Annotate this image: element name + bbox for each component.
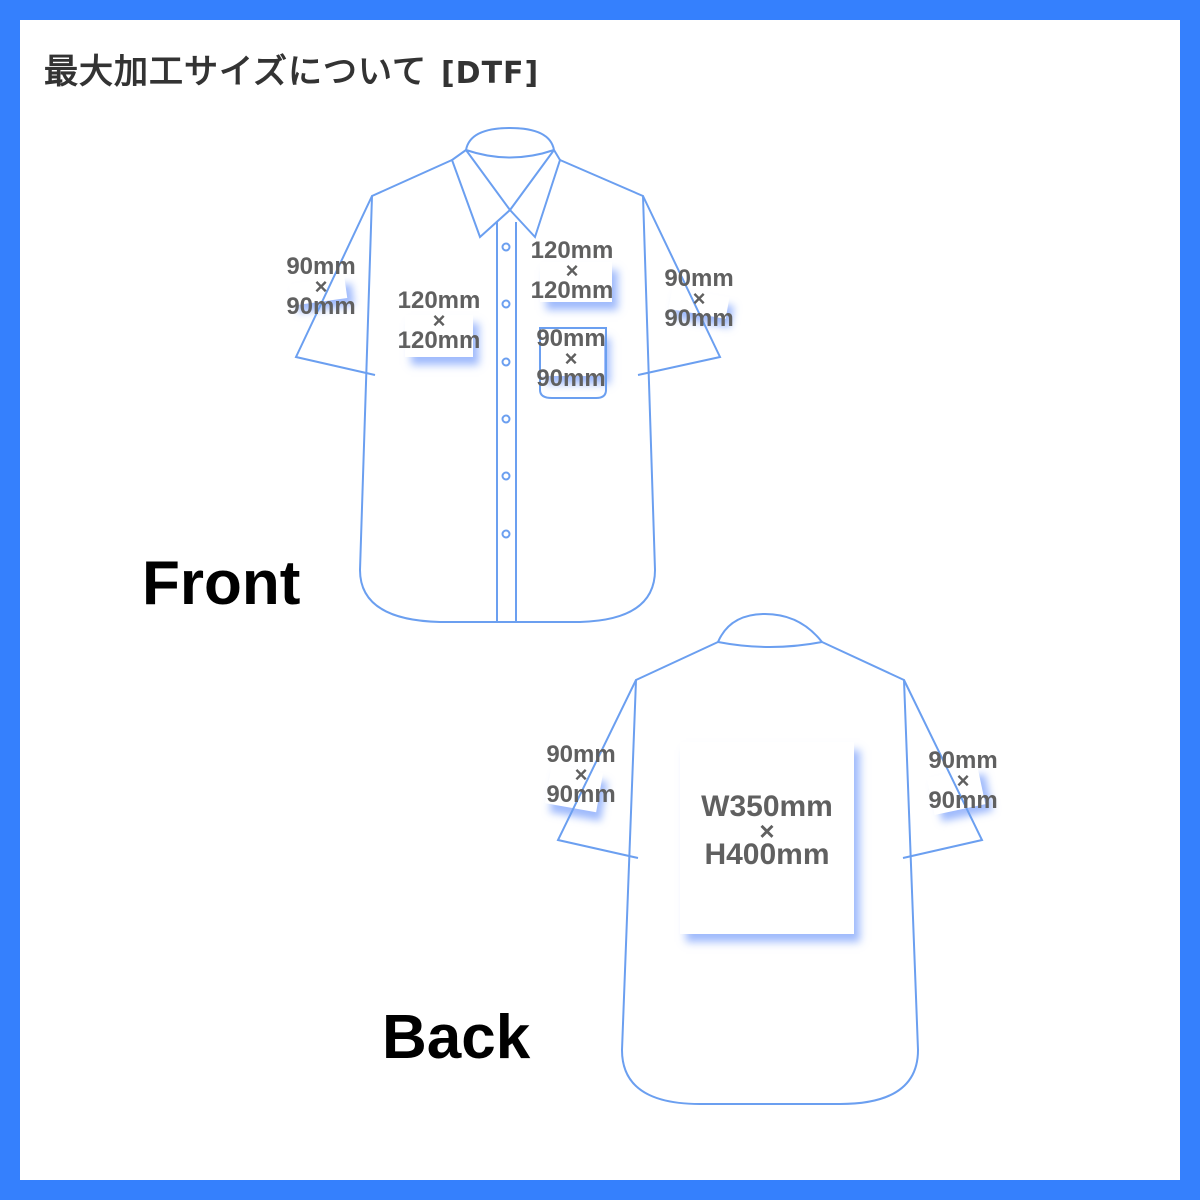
front-shirt <box>294 126 722 623</box>
back-body-area <box>680 742 854 934</box>
back-left-sleeve-label: 90mm×90mm <box>546 741 616 808</box>
front-right-chest-area <box>405 315 473 357</box>
front-left-chest-area <box>540 262 612 302</box>
back-body-label: W350mm×H400mm <box>701 790 833 871</box>
title-text: 最大加工サイズについて <box>44 52 427 92</box>
front-left-sleeve-label: 90mm×90mm <box>664 265 734 332</box>
front-pocket-area <box>540 330 604 376</box>
front-pocket-label: 90mm×90mm <box>536 325 606 392</box>
front-right-chest-label: 120mm×120mm <box>397 287 481 354</box>
front-right-sleeve-label: 90mm×90mm <box>286 253 356 320</box>
back-view-label: Back <box>382 1003 531 1072</box>
page-title: 最大加工サイズについて [DTF] <box>44 44 539 93</box>
back-shirt <box>556 612 984 1105</box>
front-left-chest-label: 120mm×120mm <box>530 237 614 304</box>
front-view-label: Front <box>142 549 301 618</box>
title-tag: [DTF] <box>440 56 540 91</box>
back-right-sleeve-label: 90mm×90mm <box>928 747 998 814</box>
